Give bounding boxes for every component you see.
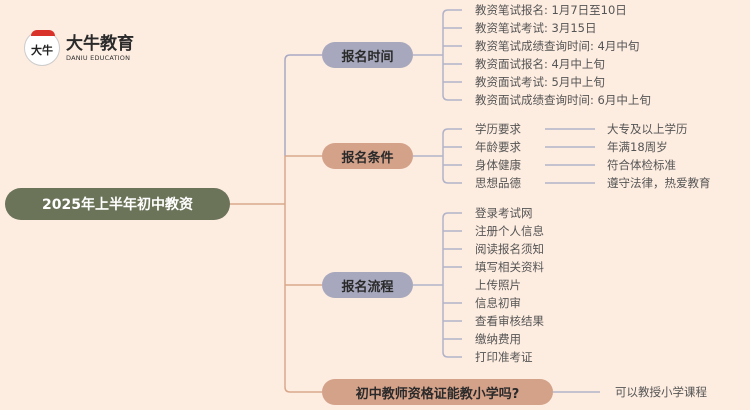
leaf-item: 教资面试考试: 5月中上旬 — [475, 75, 605, 89]
process-step: 打印准考证 — [475, 350, 533, 364]
question-answer: 可以教授小学课程 — [615, 385, 707, 399]
trunk-top — [284, 54, 322, 156]
condition-key: 学历要求 — [475, 122, 521, 136]
condition-key: 身体健康 — [475, 158, 521, 172]
process-step: 登录考试网 — [475, 206, 533, 220]
branch-registration-conditions[interactable]: 报名条件 — [322, 143, 413, 169]
logo-mark-text: 大牛 — [31, 44, 53, 57]
branch-registration-process[interactable]: 报名流程 — [322, 272, 413, 298]
leaf-item: 教资笔试成绩查询时间: 4月中旬 — [475, 39, 640, 53]
logo-name: 大牛教育 — [66, 33, 134, 54]
process-step: 阅读报名须知 — [475, 242, 544, 256]
leaf-item: 教资笔试考试: 3月15日 — [475, 21, 597, 35]
leaf-item: 教资笔试报名: 1月7日至10日 — [475, 3, 627, 17]
bracket-lines — [413, 9, 600, 393]
logo-subtitle: DANIU EDUCATION — [66, 53, 131, 62]
condition-key: 思想品德 — [475, 176, 521, 190]
condition-value: 遵守法律，热爱教育 — [607, 176, 711, 190]
process-step: 信息初审 — [475, 296, 521, 310]
trunk-bottom — [284, 155, 322, 393]
root-node[interactable]: 2025年上半年初中教资 — [5, 188, 230, 220]
process-step: 查看审核结果 — [475, 314, 544, 328]
leaf-item: 教资面试报名: 4月中上旬 — [475, 57, 605, 71]
process-step: 上传照片 — [475, 278, 521, 292]
process-step: 注册个人信息 — [475, 224, 544, 238]
logo: 大牛 大牛教育 DANIU EDUCATION — [24, 30, 134, 66]
process-step: 填写相关资料 — [475, 260, 544, 274]
branch-registration-time[interactable]: 报名时间 — [322, 42, 413, 68]
process-step: 缴纳费用 — [475, 332, 521, 346]
logo-mark: 大牛 — [24, 30, 60, 66]
condition-value: 年满18周岁 — [607, 140, 668, 154]
leaf-item: 教资面试成绩查询时间: 6月中上旬 — [475, 93, 651, 107]
condition-value: 大专及以上学历 — [607, 122, 688, 136]
condition-key: 年龄要求 — [475, 140, 521, 154]
branch-question[interactable]: 初中教师资格证能教小学吗? — [322, 379, 553, 405]
condition-value: 符合体检标准 — [607, 158, 676, 172]
